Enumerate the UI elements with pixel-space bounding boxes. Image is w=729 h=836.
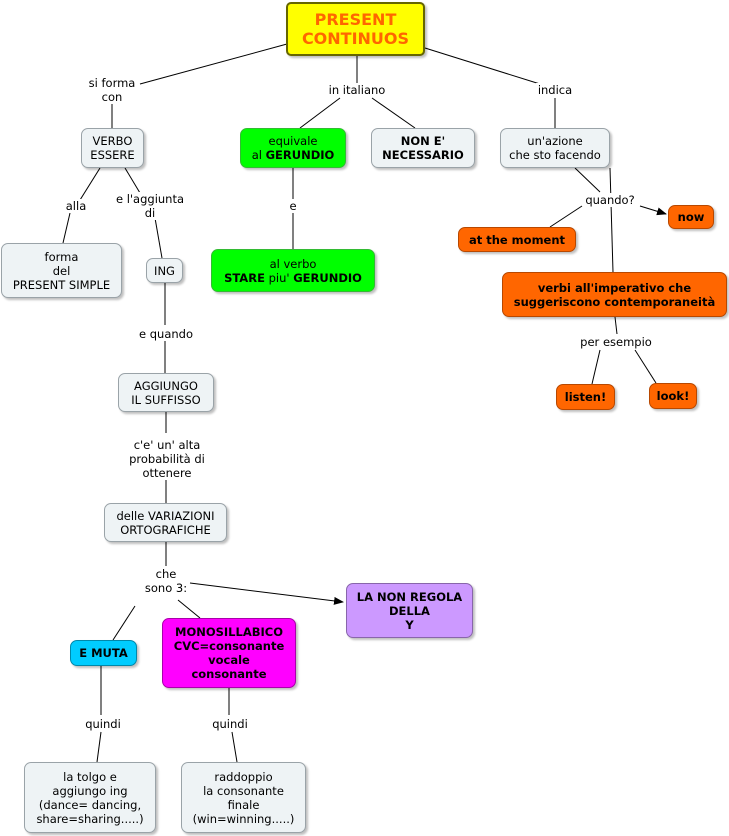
- gerundio-bold-text: GERUNDIO: [293, 270, 362, 285]
- equivale-bold-text: GERUNDIO: [265, 148, 335, 162]
- node-monosillabico: MONOSILLABICO CVC=consonante vocale cons…: [162, 618, 296, 688]
- node-verbo-essere: VERBO ESSERE: [81, 128, 144, 168]
- node-non-necessario: NON E' NECESSARIO: [371, 128, 475, 168]
- label-che-sono-3: che sono 3:: [142, 567, 190, 595]
- label-alla: alla: [63, 199, 89, 213]
- label-e: e: [287, 199, 299, 213]
- label-quindi-1: quindi: [83, 717, 123, 731]
- node-listen: listen!: [556, 384, 615, 410]
- label-quando: quando?: [583, 193, 637, 207]
- node-now: now: [668, 205, 714, 229]
- piu-text: piu': [264, 270, 294, 285]
- node-raddoppio: raddoppio la consonante finale (win=winn…: [181, 762, 306, 833]
- label-alta-probabilita: c'e' un' alta probabilità di ottenere: [127, 438, 207, 480]
- label-e-laggiunta-di: e l'aggiunta di: [113, 192, 187, 220]
- title-node: PRESENT CONTINUOS: [286, 2, 425, 56]
- node-e-muta: E MUTA: [70, 640, 137, 666]
- node-at-the-moment: at the moment: [458, 227, 576, 252]
- node-look: look!: [649, 383, 697, 409]
- equivale-text: equivale al: [251, 134, 318, 162]
- label-per-esempio: per esempio: [578, 335, 654, 349]
- node-forma-present-simple: forma del PRESENT SIMPLE: [1, 243, 122, 298]
- node-equivale-gerundio: equivale al GERUNDIO: [240, 128, 346, 168]
- node-imperativo: verbi all'imperativo che suggeriscono co…: [502, 272, 727, 317]
- label-si-forma-con: si forma con: [86, 76, 138, 104]
- node-azione: un'azione che sto facendo: [500, 128, 610, 168]
- stare-bold-text: STARE: [224, 270, 265, 285]
- node-ing: ING: [146, 258, 183, 283]
- label-e-quando: e quando: [137, 327, 195, 341]
- label-in-italiano: in italiano: [326, 83, 388, 97]
- node-tolgo-ing: la tolgo e aggiungo ing (dance= dancing,…: [24, 762, 156, 833]
- verbo-stare-text: al verbo: [269, 256, 317, 271]
- node-variazioni-ortografiche: delle VARIAZIONI ORTOGRAFICHE: [104, 503, 227, 542]
- node-aggiungo-suffisso: AGGIUNGO IL SUFFISSO: [118, 373, 214, 412]
- node-non-regola-y: LA NON REGOLA DELLA Y: [346, 583, 473, 638]
- node-verbo-stare: al verbo STARE piu' GERUNDIO: [211, 249, 375, 292]
- label-indica: indica: [535, 83, 575, 97]
- label-quindi-2: quindi: [210, 717, 250, 731]
